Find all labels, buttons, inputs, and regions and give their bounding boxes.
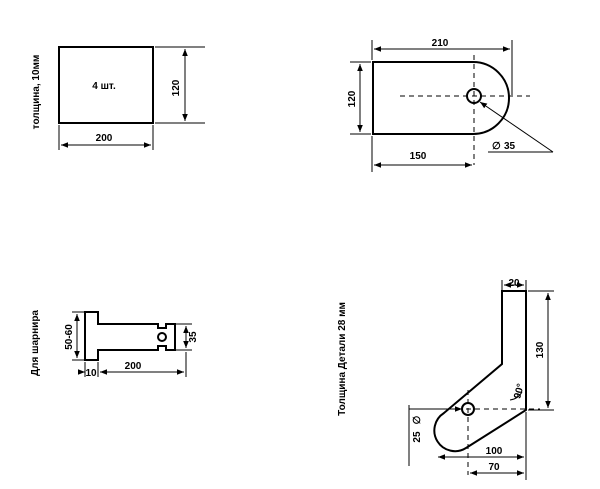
hinge-outline [84,311,176,361]
hinge-hole [157,332,167,342]
bracket-width-value: 100 [486,446,503,457]
part-plate: толщина, 10мм 4 шт. 200 120 [31,46,205,150]
rounded-plate-outline [372,61,510,135]
hole-diameter-value: 35 [504,141,516,152]
plate-thickness-label: толщина, 10мм [31,55,42,130]
part-rounded-plate: 210 120 150 ∅ 35 [347,38,554,172]
bracket-thickness-label: Толщина Детали 28 мм [337,302,348,416]
hinge-height-value: 50-60 [64,324,75,350]
bracket-diameter-value: 25 [412,431,423,443]
rp-height-value: 120 [347,90,358,107]
plate-width-value: 200 [96,133,113,144]
part-hinge: Для шарнира 50-60 35 10 200 [30,310,199,379]
hinge-title: Для шарнира [30,310,41,376]
bracket-diameter-symbol: ∅ [412,415,423,424]
bracket-outline [433,290,527,453]
hole-diameter-leader [479,101,554,153]
hinge-stem-value: 200 [125,361,142,372]
offset-value: 150 [410,151,427,162]
plate-height-value: 120 [171,79,182,96]
bracket-offset-value: 70 [488,462,500,473]
bracket-top-value: 20 [508,278,520,289]
hinge-flange-value: 10 [85,368,97,379]
plate-count-label: 4 шт. [92,81,116,92]
part-bracket: Толщина Детали 28 мм 20 130 90° ∅ 25 100… [337,278,554,480]
length-value: 210 [432,38,449,49]
hinge-end-value: 35 [188,331,199,343]
hole-diameter-symbol: ∅ [492,141,501,152]
bracket-angle-value: 90° [512,383,527,400]
bracket-height-value: 130 [535,341,546,358]
plate-outline [58,46,154,124]
bracket-angle-arc [509,391,523,401]
